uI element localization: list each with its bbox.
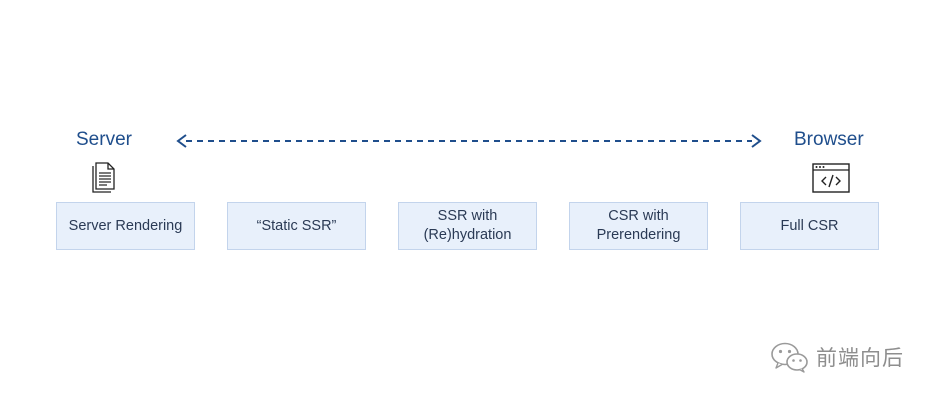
spectrum-box-full-csr: Full CSR — [740, 202, 879, 250]
box-label-line1: “Static SSR” — [256, 217, 337, 234]
code-window-icon — [812, 163, 850, 193]
watermark-text: 前端向后 — [816, 346, 904, 370]
browser-label: Browser — [794, 129, 864, 150]
box-label-line1: Full CSR — [780, 217, 839, 234]
box-label-line2: (Re)hydration — [423, 227, 512, 243]
box-label-line2: Prerendering — [596, 227, 681, 243]
right-arrowhead — [751, 134, 762, 148]
spectrum-box-csr-prerendering: CSR with Prerendering — [569, 202, 708, 250]
server-label: Server — [76, 129, 132, 150]
spectrum-box-server-rendering: Server Rendering — [56, 202, 195, 250]
left-arrowhead — [176, 134, 187, 148]
bidirectional-dashed-arrow — [176, 134, 762, 148]
box-label-line1: Server Rendering — [68, 217, 183, 234]
box-label-line1: CSR with — [608, 208, 669, 224]
spectrum-box-ssr-rehydration: SSR with (Re)hydration — [398, 202, 537, 250]
document-icon — [92, 162, 115, 193]
watermark: 前端向后 — [770, 340, 904, 374]
wechat-logo-icon — [771, 342, 808, 373]
box-label-line1: SSR with — [437, 208, 498, 224]
spectrum-box-static-ssr: “Static SSR” — [227, 202, 366, 250]
